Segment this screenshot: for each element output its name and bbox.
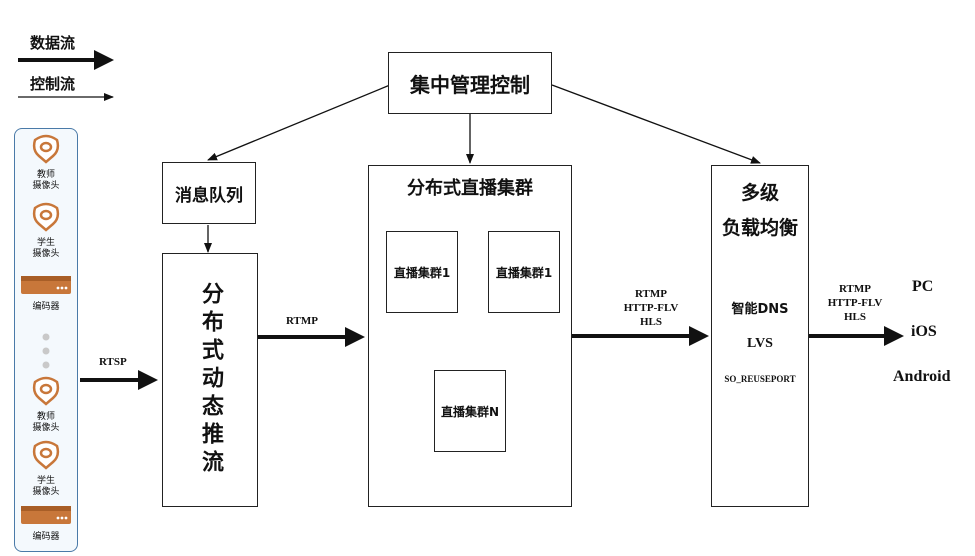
live-cluster-node-n: 直播集群N [434,370,506,452]
camera-icon [32,440,60,470]
load-balancer-title-line1: 多级 [740,182,779,204]
device-teacher-camera-2: 教师 摄像头 [15,376,77,434]
client-pc: PC [912,278,934,295]
live-cluster-node-n-label: 直播集群N [440,404,500,419]
encoder-icon [21,506,71,524]
edge-label-rtsp: RTSP [99,356,127,368]
device-encoder-2: 编码器 [15,502,77,543]
control-arrow-to-lb [551,84,761,164]
control-arrow-to-mq [207,84,391,161]
edge-label-lb-clients: RTMP HTTP-FLV HLS [817,282,893,324]
central-control-node: 集中管理控制 [388,52,552,114]
device-encoder-1: 编码器 [15,272,77,313]
device-label-line1: 学生 [36,238,55,248]
legend-data-flow-label: 数据流 [30,34,76,52]
edge-label-cluster-lb-hls: HLS [639,316,662,328]
device-label-line1: 学生 [36,476,55,486]
client-android: Android [893,368,951,385]
edge-label-lb-clients-httpflv: HTTP-FLV [827,297,883,309]
load-balancer-title-line2: 负载均衡 [721,217,798,239]
load-balancer-item-lvs: LVS [747,336,773,351]
central-control-label: 集中管理控制 [410,72,530,97]
device-label-line1: 编码器 [32,532,60,542]
legend-control-flow-label: 控制流 [30,75,76,93]
device-student-camera-2: 学生 摄像头 [15,440,77,498]
more-devices-ellipsis [42,333,50,369]
message-queue-node: 消息队列 [162,162,256,224]
device-label-line2: 摄像头 [32,181,60,191]
edge-label-cluster-lb-rtmp: RTMP [635,288,667,300]
edge-label-lb-clients-rtmp: RTMP [839,283,871,295]
load-balancer-item-reuseport: SO_REUSEPORT [724,374,796,384]
live-cluster-node-1-label: 直播集群1 [393,265,451,280]
device-label-line1: 教师 [36,170,55,180]
live-cluster-node-1: 直播集群1 [386,231,458,313]
message-queue-label: 消息队列 [175,185,243,206]
device-label-line1: 教师 [36,412,55,422]
camera-icon [32,134,60,164]
device-label-line2: 摄像头 [32,487,60,497]
camera-icon [32,376,60,406]
distributed-push-node: 分布式动态推流 [162,253,258,507]
edge-label-rtmp: RTMP [286,315,318,327]
load-balancer-item-dns: 智能DNS [731,302,789,317]
encoder-icon [21,276,71,294]
client-ios: iOS [911,323,937,340]
live-cluster-node: 分布式直播集群 直播集群1 直播集群1 直播集群N [368,165,572,507]
edge-label-cluster-lb: RTMP HTTP-FLV HLS [612,287,690,329]
live-cluster-node-2: 直播集群1 [488,231,560,313]
live-cluster-node-2-label: 直播集群1 [495,265,553,280]
distributed-push-label: 分布式动态推流 [198,282,223,478]
load-balancer-node: 多级 负载均衡 智能DNS LVS SO_REUSEPORT [711,165,809,507]
edge-label-lb-clients-hls: HLS [843,311,866,323]
device-student-camera-1: 学生 摄像头 [15,202,77,260]
device-label-line2: 摄像头 [32,249,60,259]
device-label-line1: 编码器 [32,302,60,312]
live-cluster-title: 分布式直播集群 [407,178,533,199]
edge-label-cluster-lb-httpflv: HTTP-FLV [623,302,679,314]
device-label-line2: 摄像头 [32,423,60,433]
camera-icon [32,202,60,232]
device-teacher-camera-1: 教师 摄像头 [15,134,77,192]
